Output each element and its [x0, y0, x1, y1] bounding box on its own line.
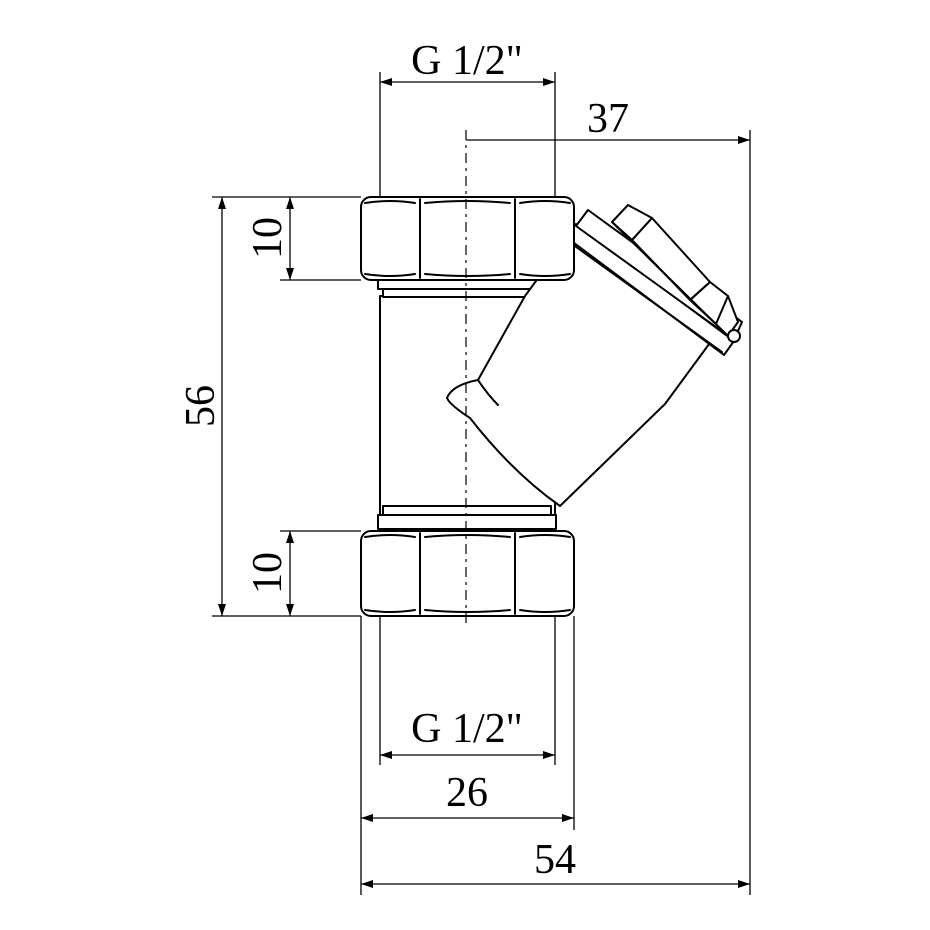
label-total-width: 54 [534, 837, 576, 883]
bottom-collar-ring [382, 505, 552, 516]
label-nut-height-bottom: 10 [245, 552, 291, 594]
label-thread-bottom: G 1/2" [411, 706, 523, 752]
label-total-height: 56 [178, 385, 224, 427]
bottom-collar-ring-2 [377, 514, 557, 530]
branch-lip [477, 379, 499, 406]
bottom-hex-nut [360, 530, 575, 617]
top-hex-nut [360, 196, 575, 281]
label-thread-top: G 1/2" [411, 38, 523, 84]
drain-pin-icon [727, 329, 741, 343]
label-nut-height-top: 10 [245, 217, 291, 259]
cap-base-line [571, 243, 723, 353]
dimension-labels: G 1/2" 37 56 10 10 G 1/2" 26 54 [178, 38, 629, 883]
strainer-branch [446, 231, 716, 507]
plug-facet-3 [689, 281, 729, 325]
dimension-lines [218, 78, 750, 888]
label-offset: 37 [587, 96, 629, 142]
strainer-body [360, 196, 743, 617]
label-nut-width: 26 [446, 770, 488, 816]
